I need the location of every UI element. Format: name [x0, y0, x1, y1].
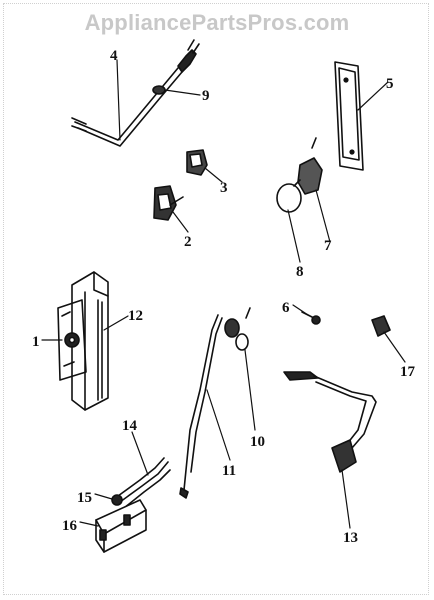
label-part-17: 17 — [400, 364, 416, 380]
label-part-5: 5 — [386, 76, 394, 92]
part-10-grommet[interactable] — [224, 307, 251, 351]
label-part-7: 7 — [324, 238, 332, 254]
part-5-bracket-plate[interactable] — [334, 61, 364, 171]
label-part-1: 1 — [32, 334, 40, 350]
label-part-2: 2 — [184, 234, 192, 250]
label-part-15: 15 — [77, 490, 92, 506]
part-15-terminal-screw[interactable] — [111, 494, 123, 506]
label-part-6: 6 — [282, 300, 290, 316]
watermark-text: AppliancePartsPros.com — [84, 10, 350, 35]
label-part-4: 4 — [110, 48, 118, 64]
label-part-8: 8 — [296, 264, 304, 280]
leader-lines — [41, 59, 406, 529]
part-16-terminal-block[interactable] — [95, 499, 147, 553]
label-part-16: 16 — [62, 518, 78, 534]
part-3-switch-block[interactable] — [186, 149, 208, 176]
part-11-capillary[interactable] — [179, 314, 223, 499]
part-1-timer-motor[interactable] — [57, 299, 87, 381]
part-2-clip-connector[interactable] — [153, 185, 184, 221]
part-4-power-cord[interactable] — [71, 39, 200, 147]
part-8-light-bulb[interactable] — [276, 179, 302, 213]
part-7-lamp-socket[interactable] — [297, 137, 323, 195]
part-17-clip[interactable] — [371, 315, 391, 337]
label-part-9: 9 — [202, 88, 210, 104]
label-part-12: 12 — [128, 308, 143, 324]
label-part-3: 3 — [220, 180, 228, 196]
label-part-11: 11 — [222, 463, 236, 479]
label-part-10: 10 — [250, 434, 265, 450]
part-13-sensor-bracket[interactable] — [283, 371, 377, 473]
label-part-14: 14 — [122, 418, 138, 434]
part-12-timer-housing[interactable] — [71, 271, 109, 411]
label-part-13: 13 — [343, 530, 358, 546]
part-9-strain-relief[interactable] — [152, 85, 166, 95]
part-labels: 4 9 3 2 5 7 8 1 12 6 10 11 13 14 15 16 1… — [32, 48, 416, 546]
part-6-screw[interactable] — [301, 311, 321, 325]
